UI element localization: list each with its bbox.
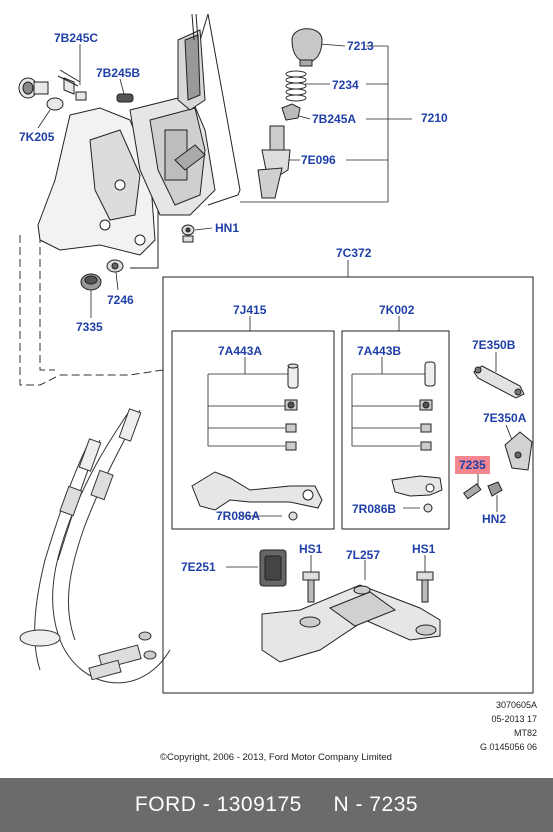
drawing-id: 3070605A xyxy=(495,700,537,710)
nut-HN1-drawing xyxy=(181,224,195,243)
label-7B245C: 7B245C xyxy=(54,31,99,45)
label-7E350A: 7E350A xyxy=(483,411,527,425)
label-7E096: 7E096 xyxy=(301,153,336,167)
drawing-model: MT82 xyxy=(513,728,537,738)
drawing-code: G 0145056 06 xyxy=(479,742,537,752)
label-7R086A: 7R086A xyxy=(216,509,261,523)
footer-text: FORD - 1309175 N - 7235 xyxy=(134,793,419,816)
label-7B245A: 7B245A xyxy=(312,112,357,126)
label-7E251: 7E251 xyxy=(181,560,216,574)
label-7213: 7213 xyxy=(347,39,374,53)
label-7235-highlight: 7235 xyxy=(455,456,490,474)
label-7210: 7210 xyxy=(421,111,448,125)
label-7J415: 7J415 xyxy=(233,303,267,317)
label-7K205: 7K205 xyxy=(19,130,55,144)
label-7R086B: 7R086B xyxy=(352,502,397,516)
label-HS1-right: HS1 xyxy=(412,542,436,556)
label-7234: 7234 xyxy=(332,78,359,92)
leader-lines xyxy=(37,43,513,580)
bolts-HS1-drawing xyxy=(302,571,434,603)
label-7C372: 7C372 xyxy=(336,246,372,260)
label-HN2: HN2 xyxy=(482,512,507,526)
label-7B245B: 7B245B xyxy=(96,66,141,80)
copyright-text: ©Copyright, 2006 - 2013, Ford Motor Comp… xyxy=(160,752,392,763)
parts-7K002-drawing xyxy=(391,361,443,513)
linkage-parts-drawing xyxy=(463,365,533,500)
parts-7J415-drawing xyxy=(191,363,323,521)
footer-bar: FORD - 1309175 N - 7235 xyxy=(0,778,553,832)
knob-stack-drawing xyxy=(257,28,323,199)
shifter-bracket-drawing xyxy=(37,13,216,256)
label-7L257: 7L257 xyxy=(346,548,381,562)
clip-7B245B-drawing xyxy=(116,93,134,103)
shift-cables-drawing xyxy=(19,408,171,684)
drawing-date: 05-2013 17 xyxy=(491,714,537,724)
label-7A443A: 7A443A xyxy=(218,344,263,358)
label-7E350B: 7E350B xyxy=(472,338,516,352)
bushing-7K205-drawing xyxy=(18,69,87,111)
label-7A443B: 7A443B xyxy=(357,344,402,358)
bracket-7E251-drawing xyxy=(259,549,287,587)
bushings-7246-7335-drawing xyxy=(80,259,124,291)
label-7335: 7335 xyxy=(76,320,103,334)
dashed-outline xyxy=(19,235,164,386)
label-HS1-left: HS1 xyxy=(299,542,323,556)
crossmember-7L257-drawing xyxy=(261,584,441,663)
label-HN1: HN1 xyxy=(215,221,240,235)
label-7246: 7246 xyxy=(107,293,134,307)
label-7K002: 7K002 xyxy=(379,303,415,317)
